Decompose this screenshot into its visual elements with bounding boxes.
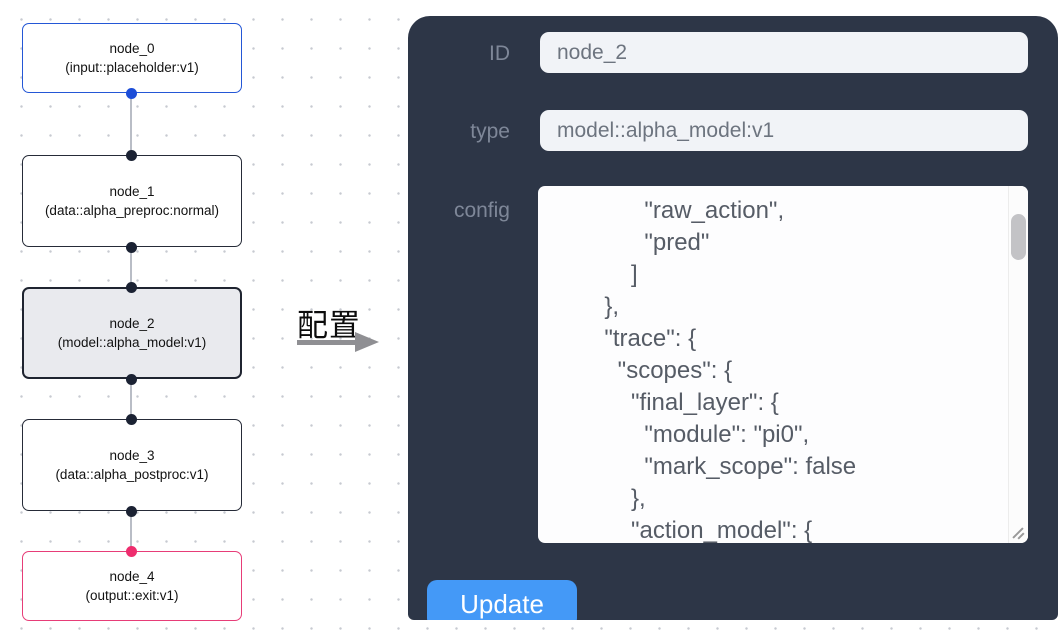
editor-scrollbar[interactable]: [1008, 186, 1028, 543]
node-title: node_3: [109, 448, 155, 463]
right-arrow-head-icon: [355, 332, 379, 352]
flow-node-node_3[interactable]: node_3 (data::alpha_postproc:v1): [22, 419, 242, 511]
config-json-editor[interactable]: "raw_action", "pred" ] }, "trace": { "sc…: [538, 186, 1028, 543]
node-label: node_1 (data::alpha_preproc:normal): [45, 182, 219, 220]
port-node4-input[interactable]: [126, 546, 137, 557]
node-title: node_4: [109, 569, 155, 584]
edge-node1-node2: [130, 247, 132, 287]
flow-node-node_0[interactable]: node_0 (input::placeholder:v1): [22, 23, 242, 93]
type-input[interactable]: [540, 110, 1028, 151]
flow-canvas[interactable]: node_0 (input::placeholder:v1) node_1 (d…: [0, 0, 290, 643]
port-node2-input[interactable]: [126, 282, 137, 293]
node-subtitle: (data::alpha_preproc:normal): [44, 203, 220, 218]
id-field-label: ID: [489, 42, 510, 65]
node-label: node_2 (model::alpha_model:v1): [58, 314, 207, 352]
node-title: node_1: [109, 184, 155, 199]
flow-node-node_4[interactable]: node_4 (output::exit:v1): [22, 551, 242, 621]
node-subtitle: (input::placeholder:v1): [65, 60, 199, 75]
update-button[interactable]: Update: [427, 580, 577, 620]
flow-node-node_1[interactable]: node_1 (data::alpha_preproc:normal): [22, 155, 242, 247]
right-arrow-icon: [297, 340, 356, 345]
node-config-panel: ID type config "raw_action", "pred" ] },…: [408, 16, 1058, 620]
node-label: node_0 (input::placeholder:v1): [65, 39, 199, 77]
port-node0-output[interactable]: [126, 88, 137, 99]
flow-node-node_2[interactable]: node_2 (model::alpha_model:v1): [22, 287, 242, 379]
node-subtitle: (model::alpha_model:v1): [57, 335, 207, 350]
node-label: node_4 (output::exit:v1): [85, 567, 178, 605]
edge-node0-node1: [130, 93, 132, 155]
port-node1-output[interactable]: [126, 242, 137, 253]
port-node3-input[interactable]: [126, 414, 137, 425]
edge-node3-node4: [130, 511, 132, 551]
editor-scrollbar-thumb[interactable]: [1011, 214, 1026, 260]
id-input[interactable]: [540, 32, 1028, 73]
port-node2-output[interactable]: [126, 374, 137, 385]
config-annotation-label: 配置: [297, 308, 361, 343]
config-json-text[interactable]: "raw_action", "pred" ] }, "trace": { "sc…: [604, 197, 857, 543]
type-field-label: type: [470, 120, 510, 143]
node-label: node_3 (data::alpha_postproc:v1): [55, 446, 208, 484]
port-node1-input[interactable]: [126, 150, 137, 161]
node-title: node_2: [109, 316, 155, 331]
node-title: node_0: [109, 41, 155, 56]
edge-node2-node3: [130, 379, 132, 419]
port-node3-output[interactable]: [126, 506, 137, 517]
node-subtitle: (data::alpha_postproc:v1): [55, 467, 209, 482]
config-field-label: config: [453, 199, 510, 222]
node-subtitle: (output::exit:v1): [85, 588, 179, 603]
resize-handle-icon[interactable]: [1010, 525, 1026, 541]
